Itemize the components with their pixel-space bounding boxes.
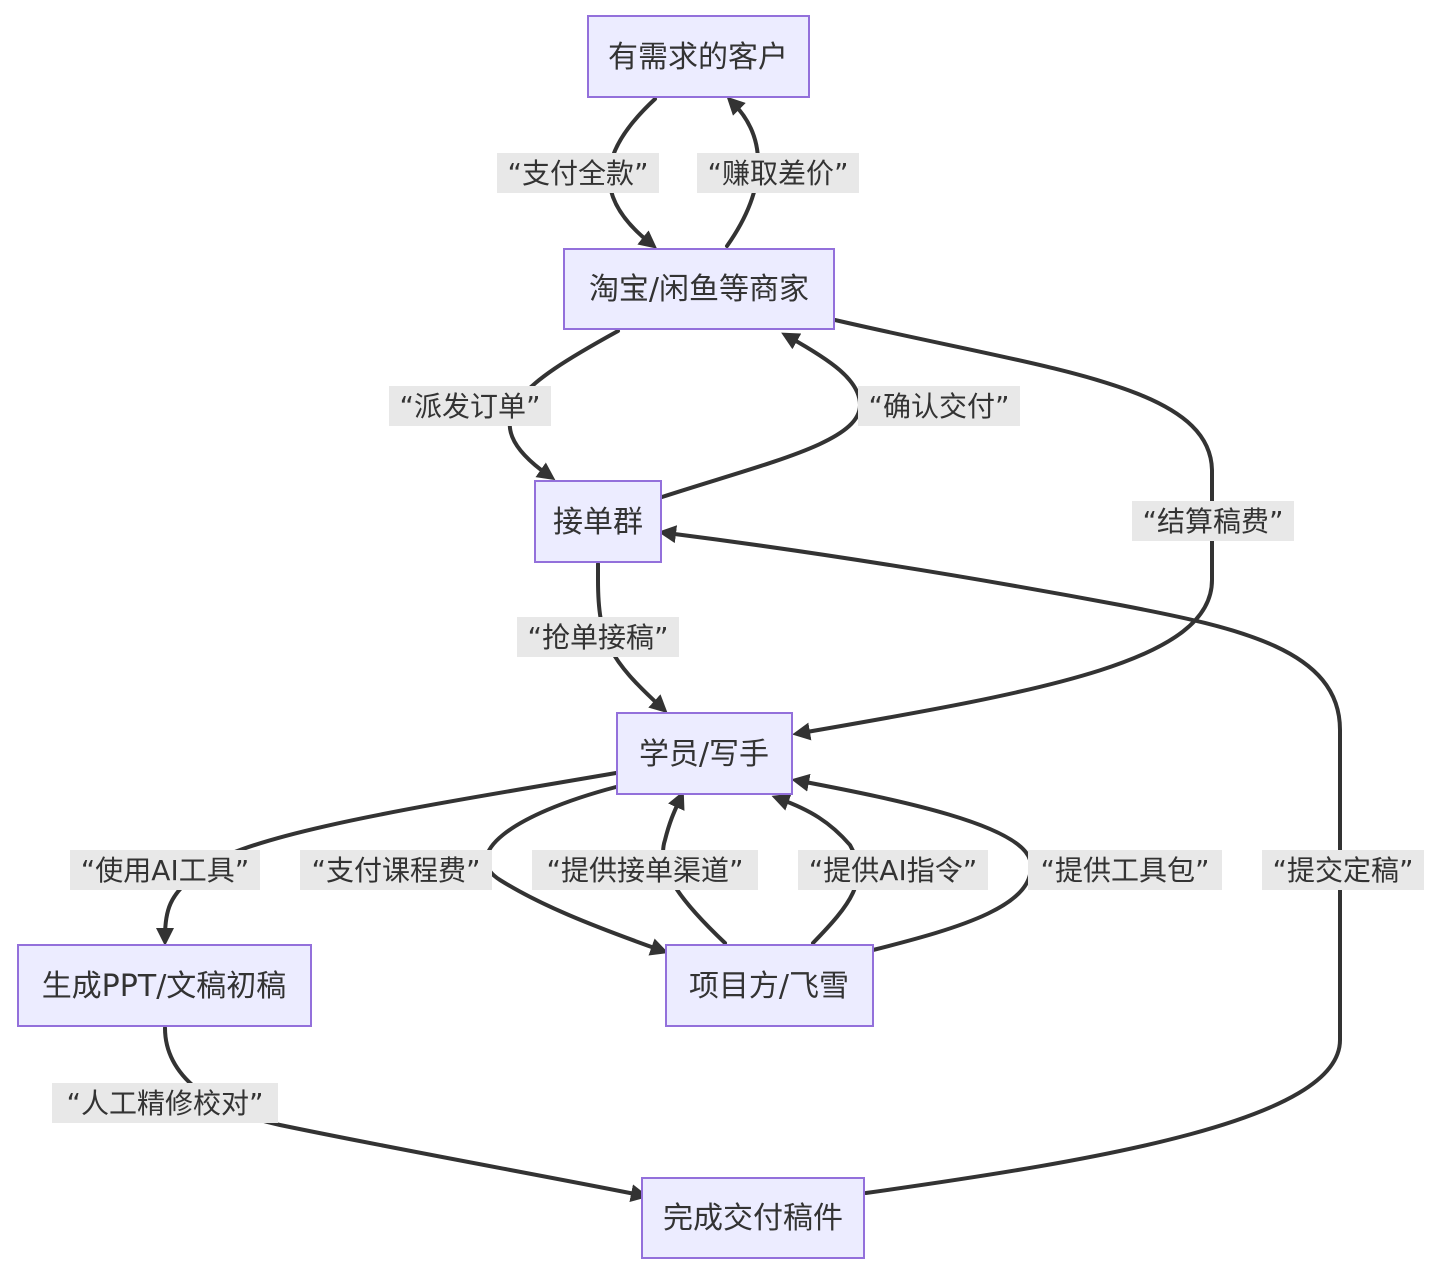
node-writer-label: 学员/写手 bbox=[639, 737, 769, 772]
label-pay-full: “支付全款” bbox=[497, 153, 659, 193]
label-pay-course-text: “支付课程费” bbox=[311, 854, 480, 887]
node-delivered[interactable]: 完成交付稿件 bbox=[641, 1177, 865, 1259]
label-dispatch-text: “派发订单” bbox=[399, 390, 540, 423]
node-order-group-label: 接单群 bbox=[553, 505, 643, 540]
edge-polish bbox=[163, 1026, 649, 1203]
label-grab: “抢单接稿” bbox=[517, 617, 679, 657]
label-confirm: “确认交付” bbox=[858, 386, 1020, 426]
node-order-group[interactable]: 接单群 bbox=[534, 480, 662, 563]
label-dispatch: “派发订单” bbox=[389, 386, 551, 426]
node-project-label: 项目方/飞雪 bbox=[689, 969, 849, 1004]
edge-submit bbox=[658, 525, 1342, 1195]
label-toolkit-text: “提供工具包” bbox=[1040, 854, 1209, 887]
node-merchant[interactable]: 淘宝/闲鱼等商家 bbox=[563, 248, 835, 330]
label-channel-text: “提供接单渠道” bbox=[546, 854, 743, 887]
node-delivered-label: 完成交付稿件 bbox=[663, 1201, 843, 1236]
node-customer-label: 有需求的客户 bbox=[608, 40, 788, 75]
edge-settle bbox=[792, 318, 1214, 741]
label-confirm-text: “确认交付” bbox=[868, 390, 1009, 423]
label-submit: “提交定稿” bbox=[1262, 850, 1424, 890]
edge-pay-course bbox=[484, 785, 669, 956]
edge-confirm bbox=[660, 332, 863, 499]
node-merchant-label: 淘宝/闲鱼等商家 bbox=[589, 272, 809, 307]
node-customer[interactable]: 有需求的客户 bbox=[587, 15, 810, 98]
node-draft-label: 生成PPT/文稿初稿 bbox=[42, 969, 287, 1004]
node-project[interactable]: 项目方/飞雪 bbox=[665, 944, 874, 1027]
label-ai-prompt: “提供AI指令” bbox=[798, 850, 988, 890]
label-settle-text: “结算稿费” bbox=[1142, 505, 1283, 538]
label-polish: “人工精修校对” bbox=[52, 1083, 278, 1123]
label-pay-course: “支付课程费” bbox=[300, 850, 492, 890]
label-submit-text: “提交定稿” bbox=[1272, 854, 1413, 887]
edge-use-ai bbox=[156, 771, 618, 946]
label-earn-margin-text: “赚取差价” bbox=[707, 157, 848, 190]
nodes: 有需求的客户 淘宝/闲鱼等商家 接单群 学员/写手 生成PPT/文稿初稿 项目方… bbox=[17, 15, 874, 1259]
edge-ai-prompt bbox=[771, 793, 860, 945]
label-ai-prompt-text: “提供AI指令” bbox=[809, 854, 977, 887]
edges bbox=[156, 96, 1342, 1203]
label-channel: “提供接单渠道” bbox=[532, 850, 758, 890]
edge-labels: “支付全款” “赚取差价” “派发订单” “确认交付” “结算稿费” “抢单接稿… bbox=[52, 153, 1424, 1123]
label-polish-text: “人工精修校对” bbox=[66, 1087, 263, 1120]
edge-channel bbox=[661, 790, 727, 945]
label-grab-text: “抢单接稿” bbox=[527, 621, 668, 654]
label-settle: “结算稿费” bbox=[1132, 501, 1294, 541]
node-writer[interactable]: 学员/写手 bbox=[616, 712, 793, 795]
label-use-ai: “使用AI工具” bbox=[70, 850, 260, 890]
label-pay-full-text: “支付全款” bbox=[507, 157, 648, 190]
label-toolkit: “提供工具包” bbox=[1028, 850, 1222, 890]
label-use-ai-text: “使用AI工具” bbox=[81, 854, 249, 887]
node-draft[interactable]: 生成PPT/文稿初稿 bbox=[17, 944, 312, 1027]
label-earn-margin: “赚取差价” bbox=[697, 153, 859, 193]
